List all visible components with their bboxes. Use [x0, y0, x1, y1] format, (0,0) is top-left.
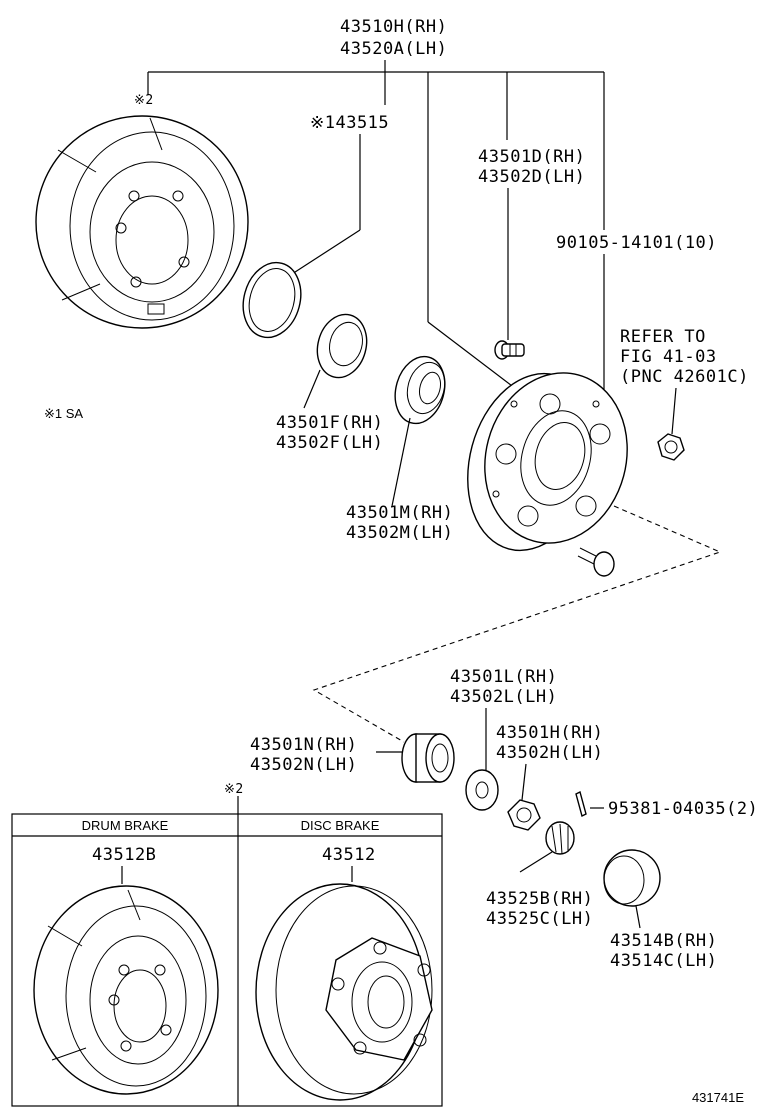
cotter-pin[interactable] [575, 790, 587, 818]
callout-disc-part[interactable]: 43512 [322, 845, 376, 865]
leader-lines-hub-assembly [147, 60, 605, 393]
hub-bolt-lower[interactable] [577, 547, 615, 577]
callout-hub-nut[interactable]: 90105-14101(10) [556, 233, 717, 253]
callout-outer-bearing-lh[interactable]: 43502N(LH) [250, 755, 357, 775]
inner-bearing[interactable] [388, 351, 452, 429]
oil-seal[interactable] [311, 309, 374, 383]
callout-lock-cap-lh[interactable]: 43525C(LH) [486, 909, 593, 929]
hub-nut-lower[interactable] [507, 799, 541, 831]
callout-hub-bolt-rh[interactable]: 43501D(RH) [478, 147, 585, 167]
leader-grease-cap [635, 905, 641, 929]
brake-drum-lower[interactable] [33, 885, 219, 1095]
leader-inner-bearing [391, 417, 411, 507]
callout-hub-assembly-lh[interactable]: 43520A(LH) [340, 39, 447, 59]
callout-oil-seal-lh[interactable]: 43502F(LH) [276, 433, 383, 453]
brake-drum-top[interactable] [35, 115, 249, 329]
callout-outer-bearing-rh[interactable]: 43501N(RH) [250, 735, 357, 755]
hub-bolt-top[interactable] [494, 340, 525, 360]
callout-washer-lh[interactable]: 43502L(LH) [450, 687, 557, 707]
disc-brake-header: DISC BRAKE [301, 818, 380, 833]
callout-grease-cap-rh[interactable]: 43514B(RH) [610, 931, 717, 951]
callout-note-2-lower: ※2 [224, 782, 244, 797]
dashed-guide-line [312, 505, 722, 743]
leader-nut [521, 763, 527, 801]
lock-nut-cap[interactable] [545, 821, 575, 855]
option-table [11, 813, 443, 1107]
refer-text-line3[interactable]: (PNC 42601C) [620, 367, 749, 387]
callout-nut-rh[interactable]: 43501H(RH) [496, 723, 603, 743]
callout-grease-cap-lh[interactable]: 43514C(LH) [610, 951, 717, 971]
note-1-sa: ※1 SA [44, 406, 83, 421]
refer-text-line2[interactable]: FIG 41-03 [620, 347, 717, 367]
callout-nut-lh[interactable]: 43502H(LH) [496, 743, 603, 763]
brake-disc-rotor[interactable] [255, 883, 433, 1101]
callout-inner-bearing-lh[interactable]: 43502M(LH) [346, 523, 453, 543]
leader-oil-seal [303, 369, 321, 409]
callout-inner-bearing-rh[interactable]: 43501M(RH) [346, 503, 453, 523]
callout-cotter-pin[interactable]: 95381-04035(2) [608, 799, 758, 819]
refer-text-line1: REFER TO [620, 327, 706, 347]
leader-refer-nut [671, 387, 677, 435]
callout-seal-ring[interactable]: ※143515 [310, 113, 389, 133]
callout-note-2-drum: ※2 [134, 93, 154, 108]
leader-lock-cap [519, 851, 553, 873]
grease-cap[interactable] [603, 849, 661, 907]
seal-ring[interactable] [235, 256, 309, 344]
callout-oil-seal-rh[interactable]: 43501F(RH) [276, 413, 383, 433]
drum-brake-header: DRUM BRAKE [82, 818, 169, 833]
callout-drum-part[interactable]: 43512B [92, 845, 156, 865]
callout-washer-rh[interactable]: 43501L(RH) [450, 667, 557, 687]
callout-hub-bolt-lh[interactable]: 43502D(LH) [478, 167, 585, 187]
thrust-washer[interactable] [465, 769, 499, 811]
wheel-nut-refer[interactable] [657, 433, 685, 461]
figure-id: 431741E [692, 1090, 744, 1105]
axle-hub[interactable] [449, 357, 646, 565]
outer-bearing[interactable] [401, 733, 455, 783]
callout-hub-assembly-rh[interactable]: 43510H(RH) [340, 17, 447, 37]
callout-lock-cap-rh[interactable]: 43525B(RH) [486, 889, 593, 909]
